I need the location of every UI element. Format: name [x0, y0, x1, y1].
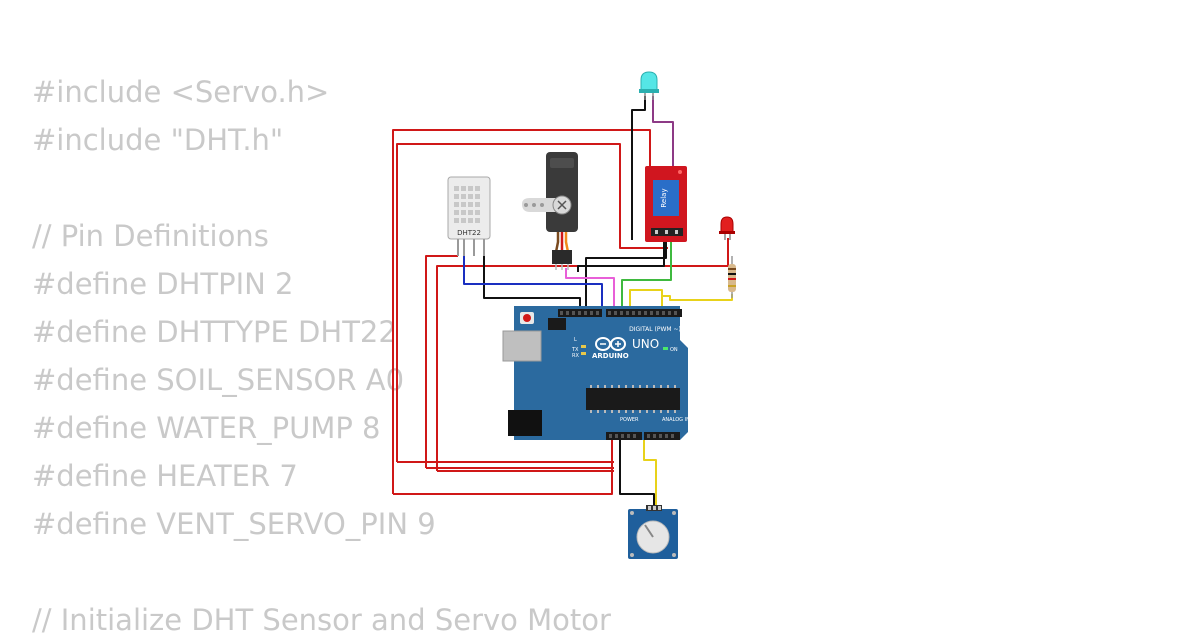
red-led[interactable] [719, 216, 735, 240]
cyan-led[interactable] [639, 71, 659, 100]
wire-blue[interactable] [463, 254, 603, 312]
rx-label: RX [572, 353, 579, 359]
board-brand-label: ARDUINO [592, 352, 629, 360]
microcontroller-chip [586, 388, 680, 410]
power-label: POWER [620, 417, 639, 423]
servo-cable [554, 232, 570, 253]
code-line: #define DHTTYPE DHT22 [32, 315, 397, 349]
servo-motor[interactable] [522, 152, 578, 270]
dht22-grille [454, 186, 480, 223]
board-model-label: UNO [632, 337, 659, 351]
code-line: #include <Servo.h> [32, 75, 330, 109]
wire-yellow[interactable] [662, 294, 733, 301]
code-line: #include "DHT.h" [32, 123, 284, 157]
wire-yellow[interactable] [643, 440, 657, 512]
code-editor-background: #include <Servo.h> #include "DHT.h" // Pin… [32, 68, 611, 644]
code-line: #define HEATER 7 [32, 459, 298, 493]
power-jack [508, 410, 542, 436]
code-line: #define VENT_SERVO_PIN 9 [32, 507, 436, 541]
wire-red[interactable] [436, 265, 570, 471]
code-line: #define DHTPIN 2 [32, 267, 294, 301]
on-led-label: ON [670, 347, 678, 353]
icsp-header [548, 318, 566, 330]
resistor[interactable] [728, 256, 736, 298]
wire-red[interactable] [393, 440, 613, 495]
wire-green[interactable] [621, 240, 672, 312]
wire-red[interactable] [396, 143, 668, 462]
l-led-label: L [574, 337, 577, 343]
servo-connector [552, 250, 572, 264]
relay-block [653, 180, 679, 216]
arduino-uno-board[interactable]: DIGITAL (PWM ~) UNO ARDUINO TX RX L ON P… [502, 306, 690, 440]
potentiometer[interactable] [628, 505, 678, 559]
digital-pwm-label: DIGITAL (PWM ~) [629, 326, 681, 333]
relay-module[interactable]: Relay [645, 166, 687, 242]
wire-black[interactable] [619, 440, 655, 512]
dht22-pins [457, 239, 485, 256]
wire-red[interactable] [425, 255, 458, 468]
code-line: // Pin Definitions [32, 219, 269, 253]
wire-black[interactable] [631, 96, 646, 240]
dht22-label: DHT22 [457, 229, 481, 237]
wire-red[interactable] [570, 238, 729, 267]
code-line: #define WATER_PUMP 8 [32, 411, 381, 445]
wire-pink[interactable] [565, 268, 615, 312]
wire-yellow[interactable] [629, 289, 663, 312]
tx-label: TX [571, 347, 579, 353]
wire-black[interactable] [585, 240, 667, 312]
relay-label: Relay [660, 188, 668, 207]
wire-black[interactable] [577, 242, 665, 272]
arduino-logo [595, 337, 626, 351]
usb-port [502, 330, 542, 362]
dht22-sensor[interactable]: DHT22 [447, 176, 491, 256]
analog-in-label: ANALOG IN [662, 417, 690, 423]
wire-purple[interactable] [652, 96, 674, 174]
wire-black[interactable] [483, 254, 581, 310]
servo-horn [522, 198, 556, 212]
circuit-diagram: DHT22 Relay [392, 71, 736, 559]
